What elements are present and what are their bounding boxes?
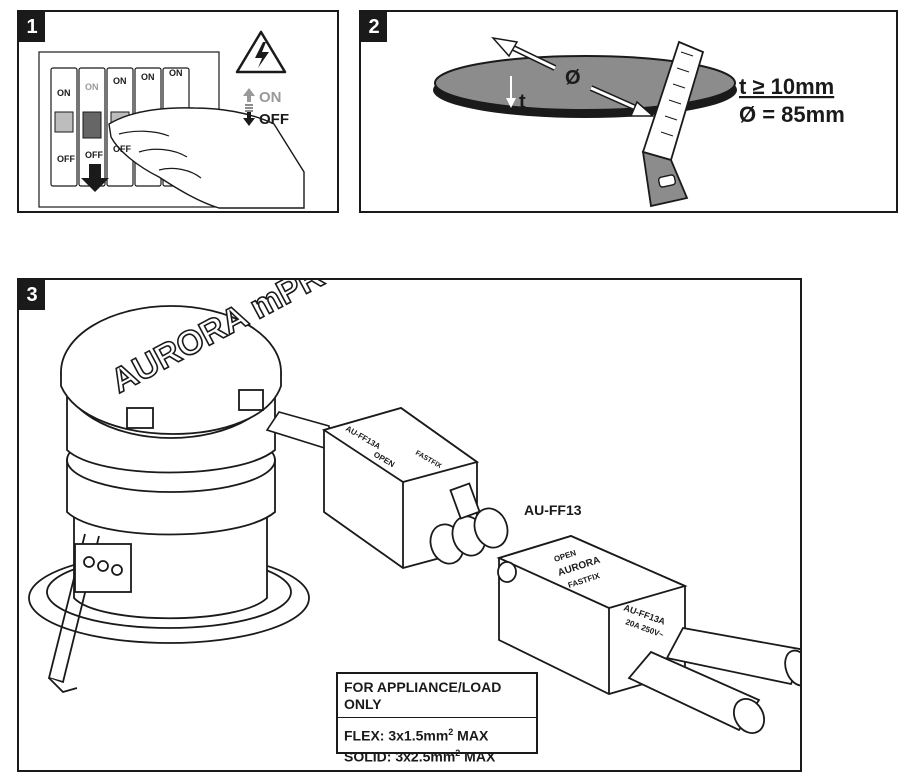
saw-icon bbox=[641, 40, 705, 208]
step-1-illustration: ON ON ON ON ON OFF OFF OFF ON OFF bbox=[38, 30, 305, 209]
diameter-spec: Ø = 85mm bbox=[739, 102, 845, 127]
legend-on-label: ON bbox=[259, 89, 282, 106]
switch-label-on: ON bbox=[113, 76, 127, 86]
arrow-up-icon bbox=[243, 88, 255, 102]
legend-off-label: OFF bbox=[259, 111, 289, 128]
switch-label-on: ON bbox=[169, 68, 183, 78]
load-note-box: FOR APPLIANCE/LOAD ONLY FLEX: 3x1.5mm2 M… bbox=[336, 672, 538, 764]
downlight-icon bbox=[28, 305, 310, 694]
solid-cable-spec: SOLID: 3x2.5mm2 MAX bbox=[344, 747, 496, 765]
connector-model-label: AU-FF13 bbox=[524, 502, 582, 518]
switch-label-on: ON bbox=[57, 88, 71, 98]
switch-label-on: ON bbox=[85, 82, 99, 92]
switch-label-on: ON bbox=[141, 72, 155, 82]
diameter-symbol: Ø bbox=[565, 67, 581, 89]
step-1-panel: 1 bbox=[17, 10, 339, 213]
step-3-panel: 3 AURORA mPRO bbox=[17, 278, 802, 772]
step-2-panel: 2 Ø t t ≥ 10mm Ø = 85mm bbox=[359, 10, 898, 213]
step-3-illustration: AURORA mPRO AU-FF13 bbox=[28, 280, 800, 734]
step-2-badge: 2 bbox=[361, 12, 387, 42]
switch-label-off: OFF bbox=[57, 154, 75, 164]
arrow-down-icon bbox=[243, 112, 255, 126]
electrical-hazard-icon bbox=[235, 30, 287, 74]
thickness-symbol: t bbox=[519, 91, 526, 113]
switch-label-off: OFF bbox=[85, 150, 103, 160]
step-2-illustration: Ø t t ≥ 10mm Ø = 85mm bbox=[433, 36, 845, 208]
step-3-badge: 3 bbox=[19, 280, 45, 310]
step-1-badge: 1 bbox=[19, 12, 45, 42]
switch-label-off: OFF bbox=[113, 144, 131, 154]
thickness-spec: t ≥ 10mm bbox=[739, 74, 834, 99]
load-note-heading: FOR APPLIANCE/LOAD ONLY bbox=[338, 679, 536, 718]
connector-icon bbox=[321, 407, 509, 569]
flex-cable-spec: FLEX: 3x1.5mm2 MAX bbox=[344, 727, 489, 744]
